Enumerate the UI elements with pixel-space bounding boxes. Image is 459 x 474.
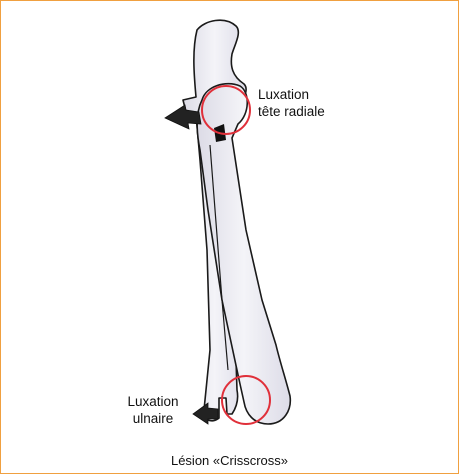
ulnar-label: Luxation ulnaire [118, 393, 188, 427]
radial-head-label: Luxation tête radiale [258, 86, 325, 120]
ulnar-label-line2: ulnaire [118, 410, 188, 427]
radial-label-line2: tête radiale [258, 103, 325, 120]
radial-label-line1: Luxation [258, 86, 325, 103]
ulnar-label-line1: Luxation [118, 393, 188, 410]
figure-caption: Lésion «Crisscross» [0, 453, 459, 468]
